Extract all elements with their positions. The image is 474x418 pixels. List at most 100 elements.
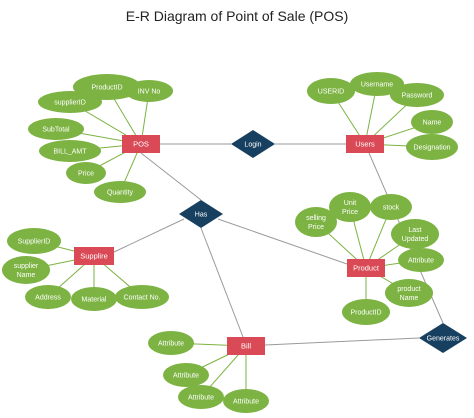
entity-bill[interactable]: Bill — [227, 337, 265, 355]
attribute-label: Password — [402, 93, 433, 100]
attribute-ellipse — [350, 72, 404, 96]
entity-label: Bill — [241, 342, 251, 351]
attribute-sup-material[interactable]: Material — [71, 287, 117, 311]
attribute-ellipse — [295, 207, 337, 237]
diagram-title: E-R Diagram of Point of Sale (POS) — [125, 8, 349, 24]
attribute-bill-attr3[interactable]: Attribute — [178, 385, 224, 409]
has-product-connector — [217, 218, 348, 265]
relationship-label: Has — [195, 212, 208, 219]
attribute-label: Quantity — [107, 190, 134, 197]
attribute-ellipse — [223, 389, 269, 413]
attribute-label: SubTotal — [42, 127, 70, 134]
attribute-label: product — [397, 286, 420, 293]
attribute-label: Attribute — [158, 341, 184, 348]
attribute-label: selling — [306, 215, 326, 222]
entity-box — [346, 135, 384, 153]
generates-bill-connector — [264, 337, 420, 346]
attribute-bill-attr1[interactable]: Attribute — [148, 331, 194, 355]
attribute-ellipse — [125, 80, 173, 102]
relationship-label: Login — [244, 142, 261, 149]
attribute-ellipse — [163, 363, 209, 387]
attribute-users-name[interactable]: Name — [411, 110, 453, 134]
attribute-ellipse — [390, 83, 444, 107]
attribute-label: Price — [308, 224, 324, 231]
attribute-ellipse — [398, 248, 444, 272]
attribute-ellipse — [391, 219, 439, 249]
attribute-pos-quantity[interactable]: Quantity — [94, 181, 146, 203]
attribute-label: Contact No. — [124, 295, 161, 302]
attribute-ellipse — [370, 194, 412, 220]
relationship-login[interactable]: Login — [231, 130, 275, 158]
attribute-label: stock — [383, 205, 400, 212]
attribute-users-username[interactable]: Username — [350, 72, 404, 96]
attribute-label: INV No — [138, 89, 161, 96]
attribute-ellipse — [71, 287, 117, 311]
attribute-bill-attr4[interactable]: Attribute — [223, 389, 269, 413]
attribute-label: Attribute — [233, 399, 259, 406]
attribute-bill-attr2[interactable]: Attribute — [163, 363, 209, 387]
relationship-diamond — [231, 130, 275, 158]
attribute-pos-billamt[interactable]: BILL_AMT — [39, 140, 101, 162]
entity-product[interactable]: Product — [347, 259, 385, 277]
attribute-label: BILL_AMT — [53, 149, 87, 156]
entity-label: Product — [353, 264, 380, 273]
attribute-sup-supplierid[interactable]: SupplierID — [7, 228, 61, 254]
entity-label: Users — [355, 140, 375, 149]
entity-box — [122, 135, 160, 153]
attribute-prod-stock[interactable]: stock — [370, 194, 412, 220]
relationship-has[interactable]: Has — [179, 200, 223, 228]
attribute-sup-address[interactable]: Address — [25, 285, 71, 309]
attribute-label: supplierID — [54, 100, 86, 107]
entity-box — [74, 247, 114, 265]
entity-box — [227, 337, 265, 355]
relationship-diamond — [179, 200, 223, 228]
attribute-users-password[interactable]: Password — [390, 83, 444, 107]
attribute-pos-price[interactable]: Price — [66, 162, 106, 184]
attribute-ellipse — [115, 285, 169, 309]
attribute-label: Attribute — [173, 373, 199, 380]
attribute-ellipse — [39, 140, 101, 162]
attribute-label: Attribute — [408, 258, 434, 265]
relationship-generates[interactable]: Generates — [419, 323, 467, 353]
has-supplire-connector — [113, 218, 185, 253]
pos-has-connector — [140, 152, 202, 201]
attribute-ellipse — [148, 331, 194, 355]
attribute-label: Material — [82, 297, 107, 304]
attribute-label: Price — [78, 171, 94, 178]
attribute-pos-invno[interactable]: INV No — [125, 80, 173, 102]
attribute-label: Name — [423, 120, 442, 127]
attribute-ellipse — [94, 181, 146, 203]
attribute-ellipse — [25, 285, 71, 309]
attribute-prod-attribute[interactable]: Attribute — [398, 248, 444, 272]
entity-pos[interactable]: POS — [122, 135, 160, 153]
attribute-ellipse — [38, 91, 102, 113]
attribute-ellipse — [178, 385, 224, 409]
attribute-prod-productid[interactable]: ProductID — [342, 299, 390, 325]
entity-supplire[interactable]: Supplire — [74, 247, 114, 265]
attribute-label: Updated — [402, 236, 429, 243]
attribute-label: ProductID — [91, 85, 122, 92]
attribute-pos-supplierid[interactable]: supplierID — [38, 91, 102, 113]
attribute-ellipse — [342, 299, 390, 325]
attribute-users-designation[interactable]: Designation — [406, 134, 458, 160]
attributes-layer: ProductID INV No supplierID SubTotalBILL_AM… — [2, 72, 458, 413]
attribute-label: Name — [17, 272, 36, 279]
attribute-label: Unit — [344, 200, 357, 207]
attribute-users-userid[interactable]: USERID — [307, 78, 355, 104]
attribute-label: Username — [361, 82, 393, 89]
entity-users[interactable]: Users — [346, 135, 384, 153]
attribute-pos-subtotal[interactable]: SubTotal — [28, 118, 84, 140]
attribute-label: Last — [408, 227, 421, 234]
attribute-sup-contactno[interactable]: Contact No. — [115, 285, 169, 309]
attribute-ellipse — [66, 162, 106, 184]
attribute-label: supplier — [14, 263, 39, 270]
relationship-diamond — [419, 323, 467, 353]
attribute-label: Attribute — [188, 395, 214, 402]
